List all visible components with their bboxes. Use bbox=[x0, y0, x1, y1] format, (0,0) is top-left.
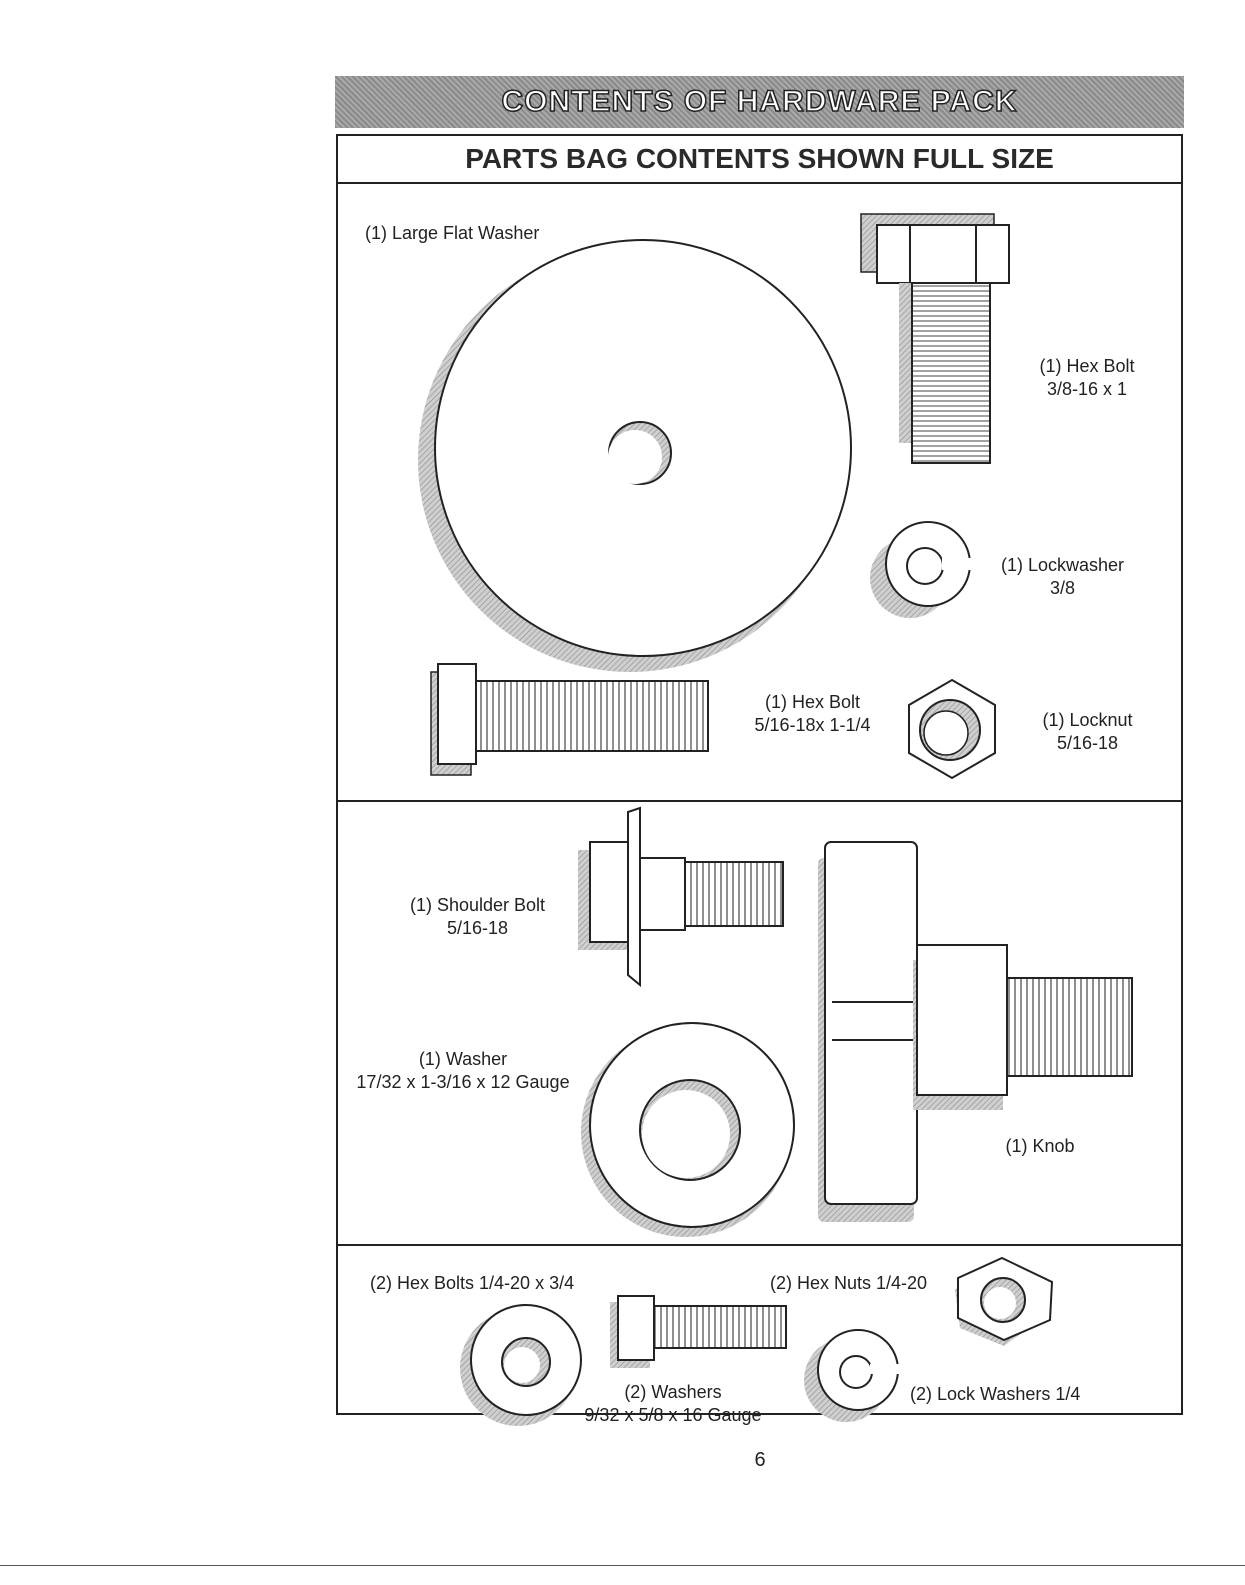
label-lock-washers-14: (2) Lock Washers 1/4 bbox=[910, 1383, 1080, 1406]
label-line: 17/32 x 1-3/16 x 12 Gauge bbox=[356, 1072, 570, 1092]
label-lockwasher-38: (1) Lockwasher 3/8 bbox=[990, 554, 1135, 600]
section-divider-1 bbox=[338, 800, 1181, 802]
knob-icon bbox=[818, 841, 1133, 1222]
label-line: (2) Washers bbox=[624, 1382, 722, 1402]
label-line: (1) Large Flat Washer bbox=[365, 223, 540, 243]
label-line: (1) Lockwasher bbox=[1000, 555, 1125, 575]
label-line: (1) Hex Bolt bbox=[1039, 356, 1135, 376]
label-line: (1) Shoulder Bolt bbox=[409, 895, 546, 915]
lockwasher-38-icon bbox=[870, 521, 972, 618]
shoulder-bolt-icon bbox=[578, 806, 784, 988]
label-line: (1) Washer bbox=[418, 1049, 508, 1069]
label-line: (2) Hex Bolts 1/4-20 x 3/4 bbox=[370, 1273, 575, 1293]
parts-subtitle-bar: PARTS BAG CONTENTS SHOWN FULL SIZE bbox=[338, 136, 1181, 184]
label-line: (1) Hex Bolt bbox=[764, 692, 861, 712]
label-shoulder-bolt: (1) Shoulder Bolt 5/16-18 bbox=[395, 894, 560, 940]
parts-subtitle: PARTS BAG CONTENTS SHOWN FULL SIZE bbox=[465, 143, 1054, 174]
label-locknut-516: (1) Locknut 5/16-18 bbox=[1030, 709, 1145, 755]
label-line: 5/16-18 bbox=[1056, 733, 1119, 753]
washer-932-icon bbox=[460, 1304, 582, 1426]
label-line: (1) Knob bbox=[1005, 1136, 1075, 1156]
label-hex-nuts-14: (2) Hex Nuts 1/4-20 bbox=[770, 1272, 927, 1295]
label-line: (1) Locknut bbox=[1042, 710, 1133, 730]
label-large-flat-washer: (1) Large Flat Washer bbox=[365, 222, 539, 245]
label-washers-932: (2) Washers 9/32 x 5/8 x 16 Gauge bbox=[573, 1381, 773, 1427]
bottom-rule bbox=[0, 1565, 1245, 1566]
lock-washer-14-icon bbox=[804, 1329, 900, 1422]
page-number: 6 bbox=[754, 1449, 766, 1471]
label-line: 9/32 x 5/8 x 16 Gauge bbox=[584, 1405, 762, 1425]
label-washer-1732: (1) Washer 17/32 x 1-3/16 x 12 Gauge bbox=[338, 1048, 588, 1094]
hex-nut-14-icon bbox=[955, 1256, 1054, 1346]
locknut-516-icon bbox=[908, 678, 996, 780]
large-flat-washer-icon bbox=[418, 239, 852, 672]
label-hex-bolts-14: (2) Hex Bolts 1/4-20 x 3/4 bbox=[370, 1272, 574, 1295]
hardware-pack-banner: CONTENTS OF HARDWARE PACK bbox=[335, 76, 1184, 128]
label-knob: (1) Knob bbox=[995, 1135, 1085, 1158]
hex-bolt-516-icon bbox=[430, 663, 709, 776]
label-line: 5/16-18 bbox=[446, 918, 509, 938]
section-divider-2 bbox=[338, 1244, 1181, 1246]
label-hex-bolt-516: (1) Hex Bolt 5/16-18x 1-1/4 bbox=[740, 691, 885, 737]
hex-bolt-38-icon bbox=[860, 213, 1010, 464]
washer-1732-icon bbox=[581, 1022, 795, 1237]
label-hex-bolt-38: (1) Hex Bolt 3/8-16 x 1 bbox=[1022, 355, 1152, 401]
parts-frame: PARTS BAG CONTENTS SHOWN FULL SIZE bbox=[336, 134, 1183, 1415]
label-line: 3/8-16 x 1 bbox=[1046, 379, 1128, 399]
label-line: (2) Lock Washers 1/4 bbox=[910, 1384, 1081, 1404]
hex-bolt-14-icon bbox=[610, 1295, 787, 1368]
label-line: 3/8 bbox=[1049, 578, 1076, 598]
label-line: (2) Hex Nuts 1/4-20 bbox=[770, 1273, 928, 1293]
label-line: 5/16-18x 1-1/4 bbox=[754, 715, 871, 735]
banner-title: CONTENTS OF HARDWARE PACK bbox=[501, 84, 1018, 119]
